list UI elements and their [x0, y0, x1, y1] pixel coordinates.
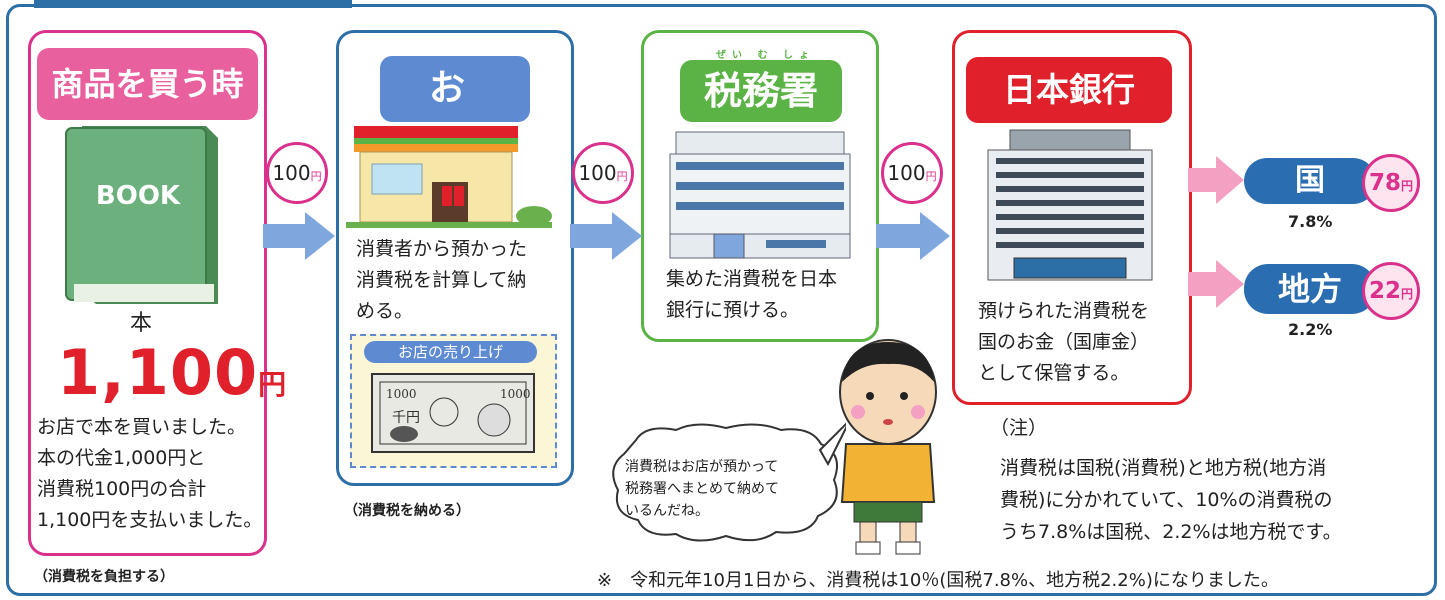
- local-amount: 22円: [1362, 262, 1420, 320]
- bank-line-3: として保管する。: [978, 362, 1130, 384]
- tax-office-building-icon: [669, 131, 851, 259]
- svg-text:1000: 1000: [386, 387, 417, 401]
- tax-office-title: 税務署: [680, 60, 842, 122]
- price: 1,100円: [57, 336, 287, 409]
- arrow-right-pink-icon: [1188, 260, 1244, 308]
- flow-amount-value: 100: [887, 161, 926, 185]
- purchase-caption: （消費税を負担する）: [34, 569, 174, 585]
- bank-title: 日本銀行: [966, 57, 1172, 123]
- arrow-icon: [876, 212, 950, 260]
- boy-character-icon: [839, 339, 937, 555]
- note-line-2: 費税)に分かれていて、10%の消費税の: [1000, 489, 1333, 511]
- note-line-3: うち7.8%は国税、2.2%は地方税です。: [1000, 521, 1342, 543]
- bank-line-1: 預けられた消費税を: [978, 300, 1150, 322]
- tax-office-description: 集めた消費税を日本 銀行に預ける。: [666, 264, 837, 326]
- flow-amount-2: 100円: [572, 142, 634, 204]
- shop-icon: [346, 126, 552, 228]
- tax-office-line-1: 集めた消費税を日本: [666, 268, 838, 290]
- shop-line-1: 消費者から預かった: [356, 238, 528, 260]
- shop-description: 消費者から預かった 消費税を計算して納 める。: [356, 234, 527, 327]
- shop-caption: （消費税を納める）: [344, 503, 470, 519]
- flow-amount-unit: 円: [616, 170, 628, 183]
- speech-line-2: 税務署へまとめて納めて: [625, 481, 779, 497]
- local-pill: 地方: [1244, 264, 1376, 314]
- flow-amount-1: 100円: [266, 142, 328, 204]
- purchase-line-2: 本の代金1,000円と: [37, 447, 206, 469]
- shop-title: お 店: [380, 56, 530, 175]
- svg-text:1000: 1000: [500, 387, 531, 401]
- book-icon: BOOK: [65, 126, 218, 304]
- flow-amount-unit: 円: [925, 170, 937, 183]
- tax-office-line-2: 銀行に預ける。: [666, 299, 800, 321]
- arrow-right-pink-icon: [1188, 156, 1244, 204]
- flow-amount-unit: 円: [310, 170, 322, 183]
- speech-bubble: [612, 422, 846, 542]
- local-amount-unit: 円: [1401, 287, 1414, 301]
- book-cover-label: BOOK: [96, 181, 181, 211]
- local-amount-value: 22: [1368, 278, 1401, 304]
- speech-text: 消費税はお店が預かって 税務署へまとめて納めて いるんだね。: [625, 456, 779, 522]
- purchase-line-1: お店で本を買いました。: [37, 416, 247, 438]
- flow-amount-value: 100: [272, 161, 311, 185]
- flow-amount-3: 100円: [881, 142, 943, 204]
- item-label: 本: [130, 311, 153, 336]
- sales-label: お店の売り上げ: [364, 341, 537, 363]
- national-amount-unit: 円: [1401, 179, 1414, 193]
- national-amount: 78円: [1362, 154, 1420, 212]
- note-heading: （注）: [990, 417, 1048, 439]
- footer-note: ※ 令和元年10月1日から、消費税は10％(国税7.8%、地方税2.2%)になり…: [597, 570, 1279, 591]
- shop-line-2: 消費税を計算して納: [356, 269, 527, 291]
- note-body: 消費税は国税(消費税)と地方税(地方消 費税)に分かれていて、10%の消費税の …: [1000, 452, 1342, 548]
- tax-office-ruby: ぜい む しょ: [716, 50, 815, 61]
- national-pill: 国: [1244, 158, 1376, 204]
- purchase-line-3: 消費税100円の合計: [37, 478, 207, 500]
- note-line-1: 消費税は国税(消費税)と地方税(地方消: [1000, 457, 1327, 479]
- speech-line-3: いるんだね。: [625, 503, 709, 519]
- speech-line-1: 消費税はお店が預かって: [625, 459, 779, 475]
- arrow-icon: [263, 212, 335, 260]
- local-percent: 2.2%: [1288, 320, 1333, 339]
- purchase-title: 商品を買う時: [37, 48, 258, 120]
- national-amount-value: 78: [1368, 170, 1401, 196]
- price-value: 1,100: [57, 336, 259, 409]
- bank-line-2: 国のお金（国庫金）: [978, 331, 1150, 353]
- national-percent: 7.8%: [1288, 212, 1333, 231]
- arrow-icon: [570, 212, 642, 260]
- purchase-description: お店で本を買いました。 本の代金1,000円と 消費税100円の合計 1,100…: [37, 412, 262, 536]
- bank-building-icon: [987, 129, 1153, 281]
- purchase-line-4: 1,100円を支払いました。: [37, 509, 263, 531]
- price-unit: 円: [258, 368, 288, 401]
- svg-text:千円: 千円: [392, 410, 420, 426]
- bank-description: 預けられた消費税を 国のお金（国庫金） として保管する。: [978, 296, 1149, 389]
- flow-amount-value: 100: [578, 161, 617, 185]
- frame-tab: [34, 0, 352, 8]
- banknote-icon: 1000 1000 千円: [371, 373, 535, 453]
- shop-line-3: める。: [356, 300, 414, 322]
